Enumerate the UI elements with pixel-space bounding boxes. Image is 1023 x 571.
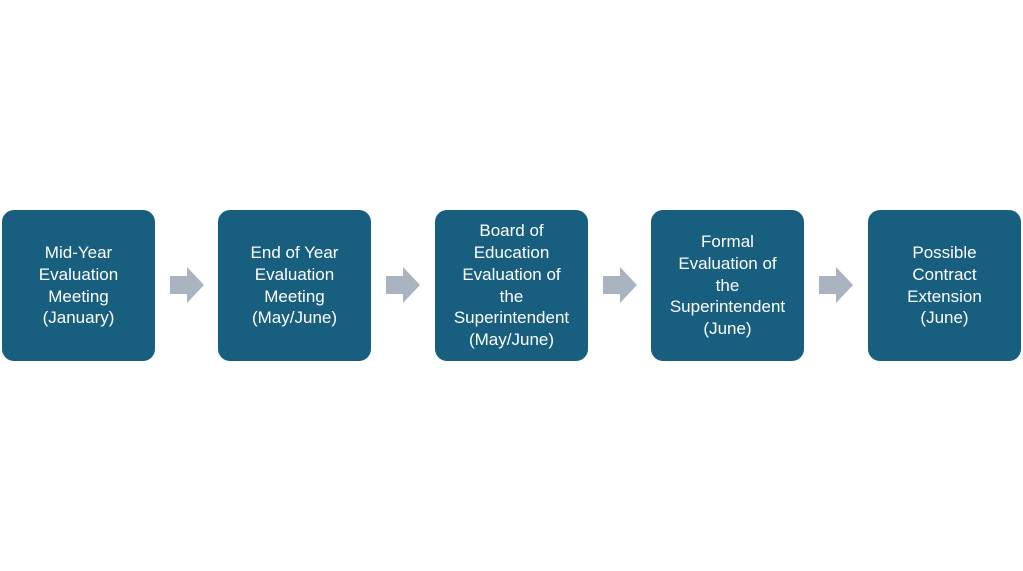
step-label-line: Superintendent [453,308,570,328]
step-label-line: Extension [907,286,982,306]
step-label-line: Contract [912,264,977,284]
step-label-line: Meeting [264,286,325,306]
step-label-line: Mid-Year [44,243,113,263]
step-label-line: Evaluation [254,264,335,284]
step-label-line: the [715,275,740,295]
right-arrow-icon [819,267,853,303]
right-arrow-icon [603,267,637,303]
step-label-line: (May/June) [251,308,338,328]
step-label-line: (May/June) [468,329,555,349]
step-label-line: Evaluation of [678,253,777,273]
step-label-line: Evaluation of [462,264,561,284]
step-label-line: (January) [42,308,115,328]
step-label-line: (June) [920,308,969,328]
right-arrow-icon [386,267,420,303]
step-label-line: Formal [701,232,754,252]
step-label-line: Superintendent [669,297,786,317]
step-label-line: Evaluation [38,264,119,284]
step-label-line: the [499,286,524,306]
step-label-line: Board of [479,221,544,241]
step-label-line: Meeting [48,286,109,306]
step-label-line: End of Year [250,243,339,263]
step-label-line: Possible [912,243,977,263]
step-label-line: (June) [703,319,752,339]
step-label-line: Education [473,243,550,263]
right-arrow-icon [170,267,204,303]
